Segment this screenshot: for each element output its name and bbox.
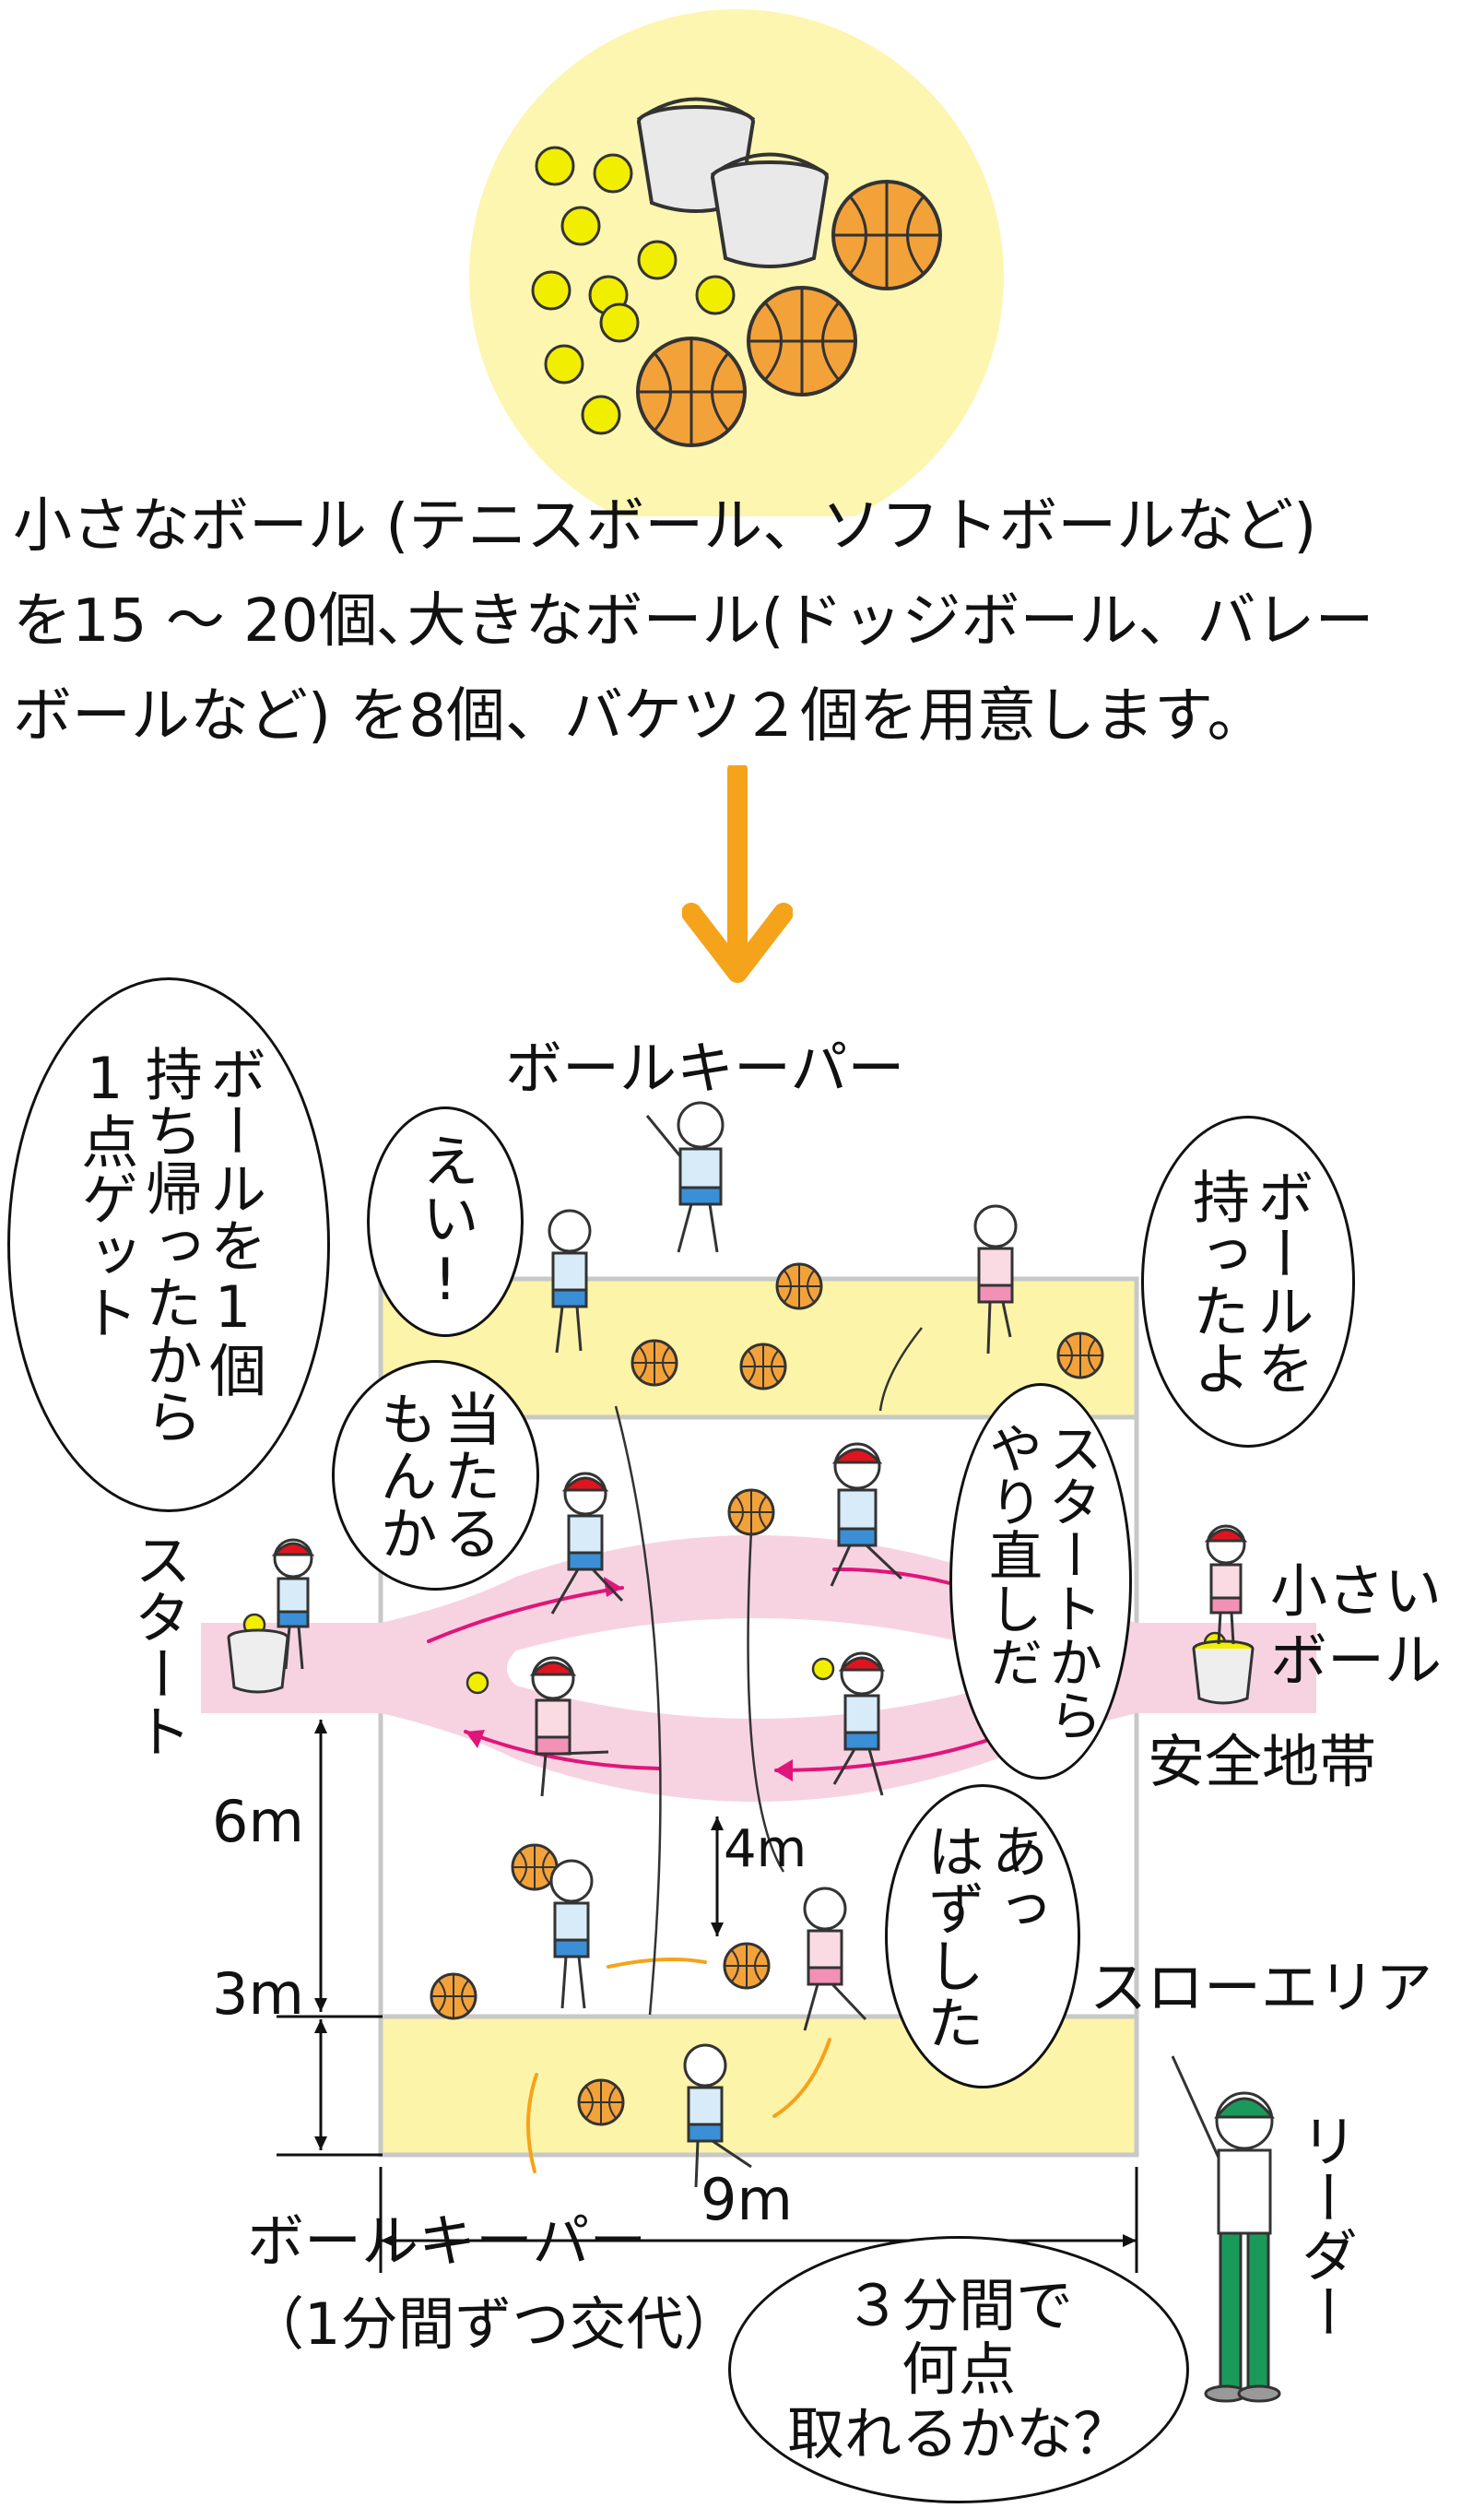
label-safety-zone: 安全地帯 [1148, 1733, 1376, 1791]
label-9m: 9m [701, 2171, 793, 2229]
tennis-ball-icon [639, 242, 676, 278]
bubble-line: 1点ゲット [71, 1045, 138, 1341]
basketball-icon [748, 288, 855, 395]
label-3m: 3m [212, 1966, 304, 2023]
basketball-icon [741, 1344, 785, 1389]
child-figure-icon [647, 1103, 723, 1252]
bubble-line: 当たる [434, 1390, 501, 1561]
bubble-redo: スタートから やり直しだ [949, 1383, 1132, 1780]
tennis-ball-icon [546, 346, 583, 383]
basketball-icon [1058, 1333, 1102, 1378]
bubble-got-ball-text: ボールを 持ったよ [1184, 1167, 1313, 1396]
intro-line: ボールなど) を8個、バケツ２個を用意します。 [13, 669, 1465, 764]
bucket-icon [712, 155, 828, 267]
tennis-ball-icon [467, 1673, 488, 1693]
bubble-missed-text: あっ はずした [919, 1822, 1047, 2051]
bubble-wont-hit: 当たる もんか [332, 1360, 539, 1591]
bucket-icon [229, 1630, 288, 1692]
basketball-icon [833, 182, 940, 289]
tennis-ball-icon [813, 1659, 833, 1679]
bubble-line: はずした [917, 1822, 984, 2051]
bubble-leader-question-text: ３分間で 何点 取れるかな？ [787, 2274, 1130, 2466]
label-small-ball-1: 小さい [1270, 1563, 1442, 1620]
intro-text: 小さなボール (テニスボール、ソフトボールなど) を15 ～ 20個､大きなボー… [13, 479, 1465, 764]
bubble-line: ３分間で [787, 2274, 1130, 2337]
bubble-line: えい! [413, 1131, 477, 1313]
basketball-icon [632, 1341, 677, 1385]
intro-line: 小さなボール (テニスボール、ソフトボールなど) [13, 479, 1465, 574]
label-ballkeeper-rotation: （1分間ずつ交代） [247, 2296, 740, 2353]
bubble-line: 持ったよ [1183, 1167, 1250, 1396]
bucket-icon [1194, 1641, 1253, 1703]
label-ballkeeper-bottom: ボールキーパー [247, 2213, 646, 2270]
tennis-ball-icon [536, 148, 573, 184]
basketball-icon [725, 1944, 769, 1988]
tennis-ball-icon [533, 272, 570, 309]
down-arrow-icon [682, 765, 793, 996]
label-6m: 6m [212, 1793, 304, 1851]
bubble-get-point: ボールを1個 持ち帰ったから 1点ゲット [7, 977, 330, 1512]
bubble-line: 持ち帰ったから [136, 1045, 203, 1445]
tennis-ball-icon [697, 277, 734, 314]
tennis-ball-icon [595, 155, 631, 192]
label-4m: 4m [724, 1824, 807, 1875]
bubble-get-point-text: ボールを1個 持ち帰ったから 1点ゲット [73, 1045, 265, 1445]
leader-figure-icon [1173, 2056, 1279, 2401]
basketball-icon [431, 1974, 476, 2018]
bubble-line: やり直しだ [980, 1421, 1043, 1688]
label-start: スタート [129, 1531, 186, 1759]
basketball-icon [777, 1264, 821, 1308]
bubble-line: 何点 [787, 2337, 1130, 2401]
bubble-leader-question: ３分間で 何点 取れるかな？ [728, 2236, 1189, 2503]
tennis-ball-icon [562, 207, 599, 244]
bubble-line: ボールを [1246, 1167, 1314, 1396]
bubble-line: あっ [981, 1822, 1048, 1936]
bubble-line: もんか [371, 1390, 438, 1561]
bubble-eii: えい! [367, 1106, 524, 1337]
bubble-missed: あっ はずした [885, 1784, 1080, 2088]
bubble-redo-text: スタートから やり直しだ [981, 1421, 1101, 1742]
basketball-icon [729, 1490, 773, 1534]
bubble-line: スタートから [1040, 1421, 1102, 1742]
bubble-line: 取れるかな？ [787, 2402, 1130, 2466]
intro-line: を15 ～ 20個､大きなボール(ドッジボール、バレー [13, 574, 1465, 669]
tennis-ball-icon [583, 396, 619, 433]
label-ballkeeper-top: ボールキーパー [505, 1040, 904, 1097]
label-small-ball-2: ボール [1270, 1632, 1442, 1689]
basketball-icon [638, 338, 745, 445]
label-leader: リーダー [1295, 2112, 1352, 2340]
equipment-illustration [0, 0, 1473, 516]
tennis-ball-icon [601, 304, 638, 341]
bubble-wont-hit-text: 当たる もんか [371, 1390, 500, 1561]
label-throw-area: スローエリア [1090, 1959, 1432, 2017]
bubble-line: ボールを1個 [199, 1045, 266, 1398]
basketball-icon [579, 2080, 623, 2124]
bubble-got-ball: ボールを 持ったよ [1141, 1116, 1355, 1448]
